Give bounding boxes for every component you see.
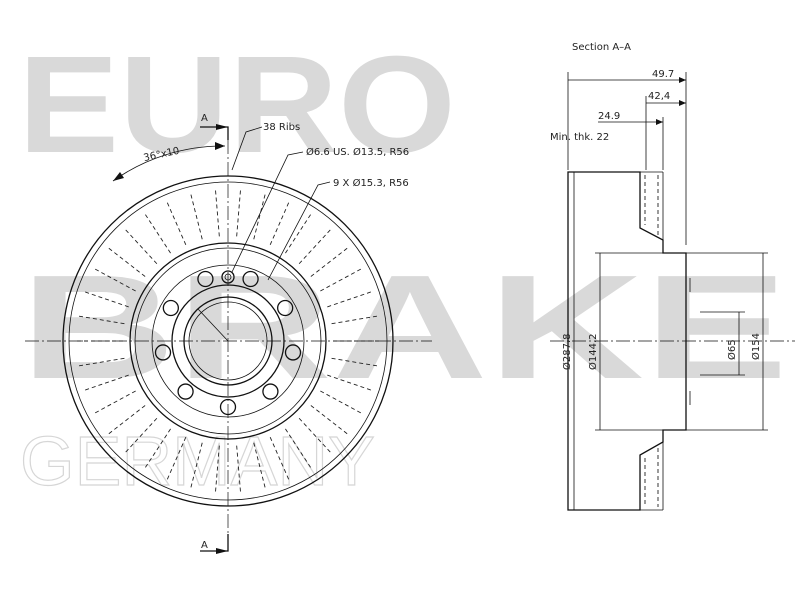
dim-hub-outer-diameter: Ø144.2	[587, 334, 599, 371]
bolt-hole	[177, 383, 194, 400]
rib	[236, 189, 242, 237]
rib	[214, 189, 220, 237]
rib	[166, 201, 187, 246]
rib	[144, 428, 171, 469]
rib	[310, 405, 349, 435]
angle-arrow-right	[215, 142, 225, 150]
rib	[320, 268, 362, 292]
dim-outer-diameter: Ø287.8	[561, 334, 573, 371]
dim-min-thickness: Min. thk. 22	[550, 132, 609, 143]
section-title: Section A–A	[572, 42, 631, 53]
ribs-leader	[231, 126, 263, 171]
dim-center-bore: Ø65	[726, 339, 738, 360]
hat-outer-edge	[134, 247, 322, 435]
rib	[327, 291, 372, 308]
section-profile	[567, 171, 687, 511]
watermark-line2: BRAKE	[20, 245, 788, 410]
rib	[84, 291, 129, 308]
rib	[124, 417, 158, 454]
bolt-hole	[284, 344, 302, 361]
rib	[285, 213, 312, 254]
section-arrow-bottom	[216, 548, 228, 554]
dim-thickness: 24.9	[598, 111, 620, 122]
angle-arrow-left	[113, 172, 124, 181]
dim-thickness-arrow	[656, 119, 663, 125]
disc-outer-chamfer	[68, 181, 388, 501]
bolt-holes	[154, 270, 302, 416]
bolt-circle-ring	[151, 264, 305, 418]
section-view: Section A–A 49.7 42,4 24.9 Min. thk. 22	[550, 42, 795, 511]
rib	[84, 374, 129, 391]
bolt-label: 9 X Ø15.3, R56	[333, 177, 409, 189]
rib	[285, 428, 312, 469]
ribs-label: 38 Ribs	[263, 122, 300, 133]
friction-ring-inner-edge	[129, 242, 327, 440]
watermark: EURO BRAKE GERMANY	[18, 28, 788, 501]
front-view: A A 36°x10 38 Ribs Ø6.6 US. Ø13.5, R56 9…	[25, 113, 432, 554]
rib	[253, 193, 266, 240]
rib	[253, 442, 266, 489]
dim-hub-width-arrow	[679, 100, 686, 106]
rib	[236, 445, 242, 493]
rib	[190, 193, 203, 240]
bolt-hole	[277, 299, 294, 317]
dim-hub-width: 42,4	[648, 91, 670, 102]
rib	[298, 417, 332, 454]
rib	[94, 390, 136, 414]
rib	[144, 213, 171, 254]
bolt-hole	[219, 398, 237, 416]
rib	[310, 247, 349, 277]
disc-outer-edge	[62, 175, 394, 507]
bolt-hole	[154, 344, 172, 361]
hub-bore	[183, 296, 273, 386]
bolt-hole	[197, 270, 214, 288]
bolt-hole	[242, 270, 259, 288]
screw-hole	[221, 270, 235, 284]
section-marker-bottom: A	[201, 540, 208, 551]
rib	[320, 390, 362, 414]
rib	[331, 357, 379, 367]
section-arrow-top	[216, 124, 228, 130]
rib-pattern	[76, 189, 380, 493]
hole-label: Ø6.6 US. Ø13.5, R56	[306, 146, 409, 158]
rib	[107, 405, 146, 435]
rib	[298, 228, 332, 265]
rib	[269, 436, 290, 481]
rib	[124, 228, 158, 265]
dim-total-width: 49.7	[652, 69, 674, 80]
rib	[331, 315, 379, 325]
rib	[77, 357, 125, 367]
rib	[327, 374, 372, 391]
section-marker-top: A	[201, 113, 208, 124]
rib	[77, 315, 125, 325]
watermark-line1: EURO	[18, 28, 456, 182]
rib	[214, 445, 220, 493]
dim-total-width-arrow	[679, 77, 686, 83]
radius-line	[197, 308, 229, 342]
rib	[166, 436, 187, 481]
hub-outer-edge	[171, 284, 285, 398]
bolt-hole	[262, 383, 279, 400]
hole-leader	[231, 151, 304, 273]
angle-dimension-arc	[112, 145, 226, 182]
hub-bore-chamfer	[188, 301, 268, 381]
rib	[269, 201, 290, 246]
rib	[190, 442, 203, 489]
bolt-hole	[162, 299, 179, 317]
rib	[107, 247, 146, 277]
screw-hole-inner	[224, 273, 232, 281]
bolt-leader	[267, 181, 331, 281]
rib	[94, 268, 136, 292]
dim-hub-diameter: Ø154	[750, 333, 762, 360]
